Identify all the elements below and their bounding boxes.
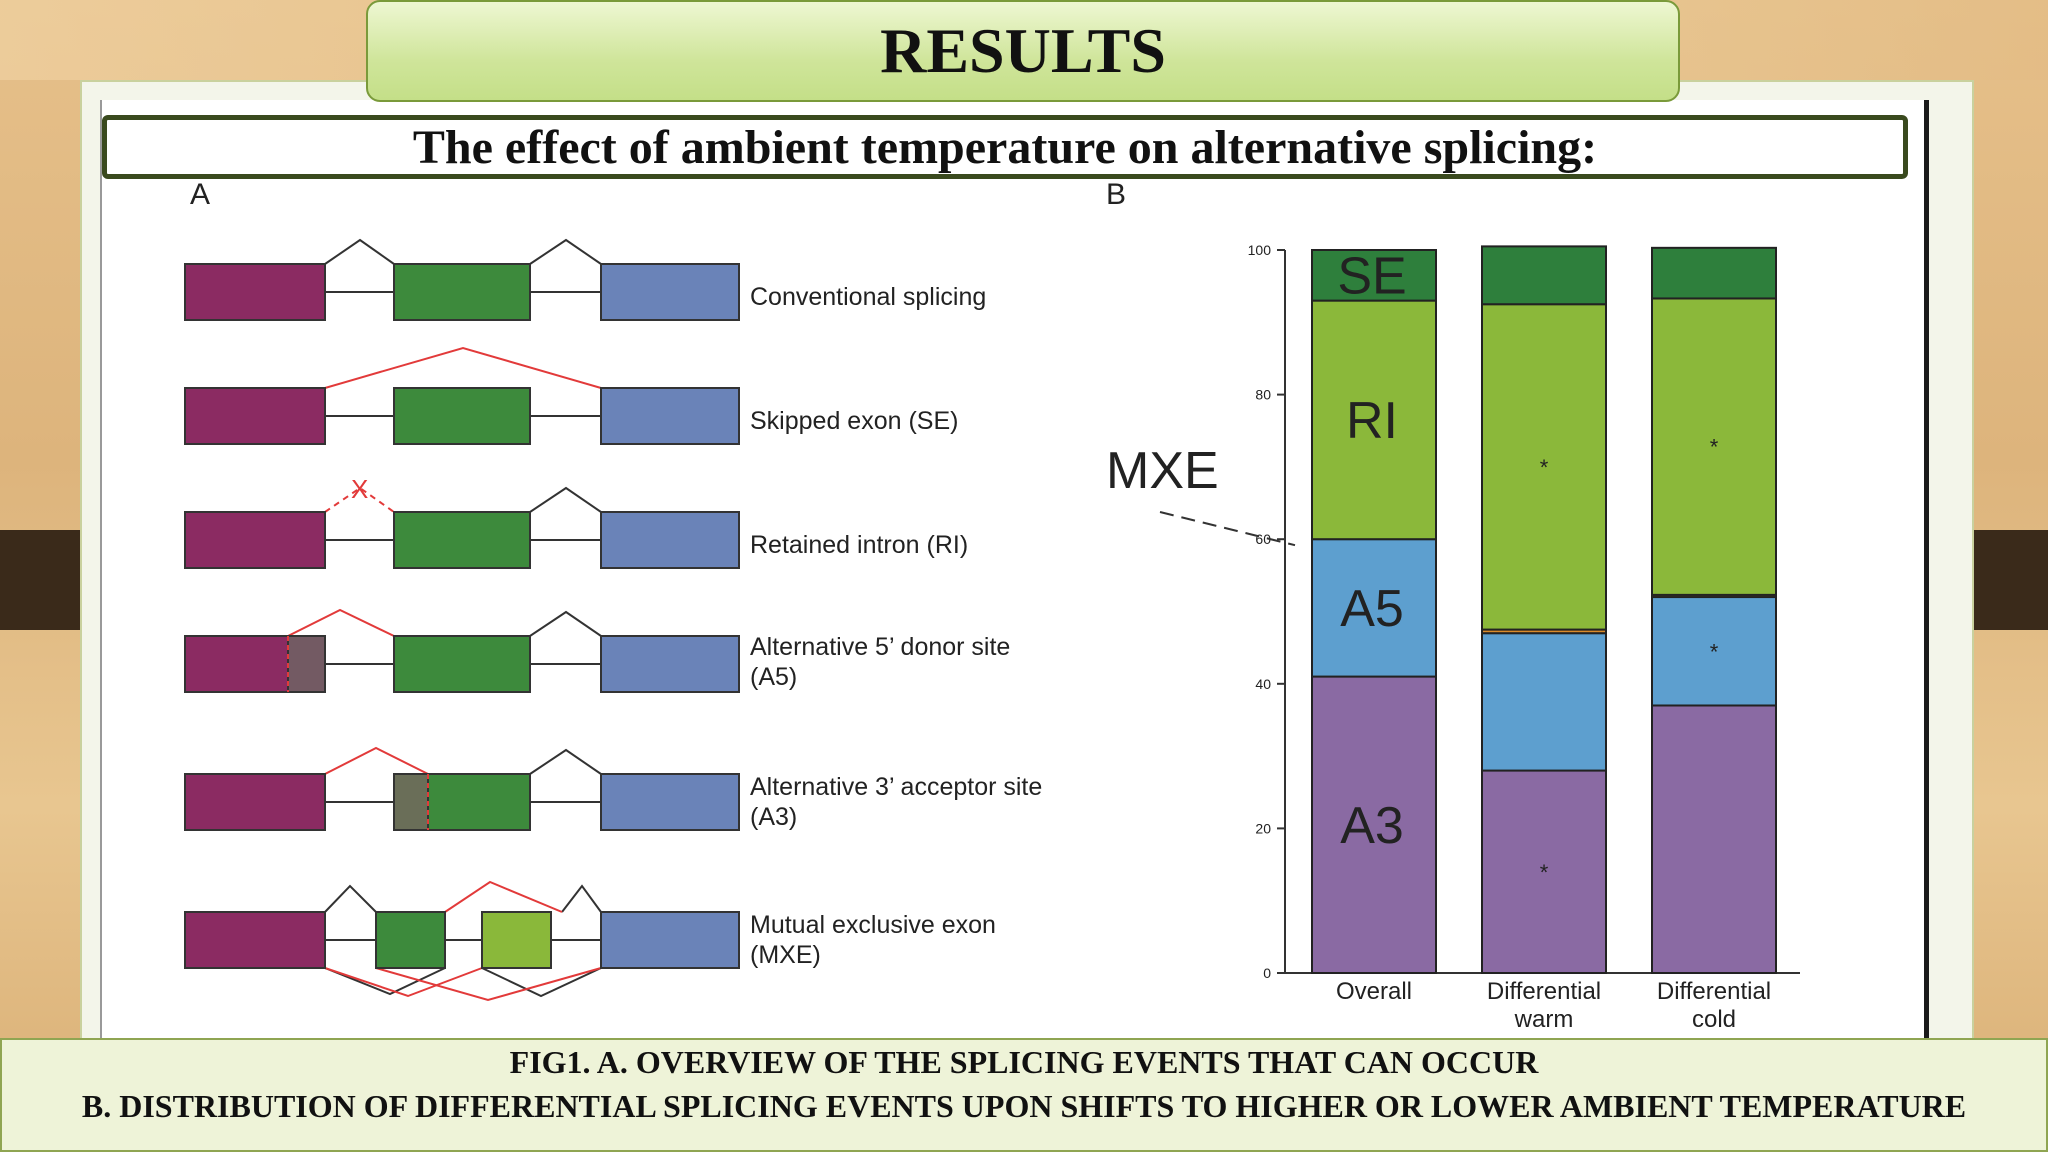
bar-segment-a5	[1311, 538, 1437, 678]
event-label-retained: Retained intron (RI)	[750, 531, 969, 559]
event-label-mxe: Mutual exclusive exon (MXE)	[750, 911, 996, 969]
significance-asterisk: *	[1540, 455, 1549, 480]
y-tick-label: 0	[1263, 965, 1271, 981]
event-label-skipped: Skipped exon (SE)	[750, 407, 959, 435]
event-conventional	[184, 238, 740, 321]
significance-asterisk: *	[1540, 860, 1549, 885]
bar-segment-se	[1481, 245, 1607, 306]
mxe-callout-label: MXE	[1106, 442, 1219, 500]
bar-segment-a5	[1481, 632, 1607, 772]
significance-asterisk: *	[1710, 435, 1719, 460]
mxe-callout-line	[1159, 511, 1296, 547]
subtitle-text: The effect of ambient temperature on alt…	[412, 120, 1598, 174]
category-label: cold	[1692, 1006, 1736, 1033]
panel-b-letter: B	[1106, 178, 1127, 211]
bar-segment-se	[1311, 249, 1437, 302]
bar-segment-a5	[1651, 596, 1777, 707]
figure-caption: FIG1. A. OVERVIEW OF THE SPLICING EVENTS…	[0, 1038, 2048, 1152]
y-tick-label: 40	[1255, 676, 1271, 692]
event-retained-intron: X	[184, 474, 740, 569]
category-label: Differential	[1487, 978, 1601, 1005]
slide-paper	[100, 100, 1929, 1060]
bar-segment-se	[1651, 246, 1777, 300]
event-a3	[184, 746, 740, 831]
segment-label-a5: A5	[1340, 580, 1404, 638]
event-mxe	[184, 880, 740, 1002]
bar-segment-ri	[1481, 303, 1607, 631]
event-skipped-exon	[184, 346, 740, 445]
y-tick-label: 80	[1255, 387, 1271, 403]
event-label-a3: Alternative 3’ acceptor site (A3)	[750, 773, 1043, 831]
y-tick-label: 20	[1255, 820, 1271, 836]
bar-segment-a3	[1311, 675, 1437, 974]
category-label: Overall	[1336, 978, 1412, 1005]
bar-segment-ri	[1311, 299, 1437, 541]
segment-label-ri: RI	[1346, 392, 1398, 450]
event-a5	[184, 608, 740, 693]
splicing-diagram: X	[184, 238, 740, 1002]
caption-line-1: FIG1. A. OVERVIEW OF THE SPLICING EVENTS…	[509, 1044, 1539, 1080]
y-tick-label: 60	[1255, 531, 1271, 547]
significance-asterisk: *	[1710, 639, 1719, 664]
results-title: RESULTS	[880, 15, 1166, 86]
category-label: warm	[1514, 1006, 1574, 1033]
segment-label-a3: A3	[1340, 797, 1404, 855]
caption-line-2: B. DISTRIBUTION OF DIFFERENTIAL SPLICING…	[81, 1088, 1967, 1124]
results-header: RESULTS	[366, 0, 1680, 102]
y-tick-label: 100	[1248, 242, 1272, 258]
subtitle-banner: The effect of ambient temperature on alt…	[102, 115, 1908, 179]
segment-label-se: SE	[1337, 247, 1406, 305]
category-label: Differential	[1657, 978, 1771, 1005]
bar-segment-a3	[1651, 704, 1777, 974]
panel-a-letter: A	[190, 178, 211, 211]
event-label-conventional: Conventional splicing	[750, 283, 987, 311]
bar-segment-ri	[1651, 297, 1777, 596]
retained-x-mark: X	[351, 474, 368, 504]
event-label-a5: Alternative 5’ donor site (A5)	[750, 633, 1011, 691]
